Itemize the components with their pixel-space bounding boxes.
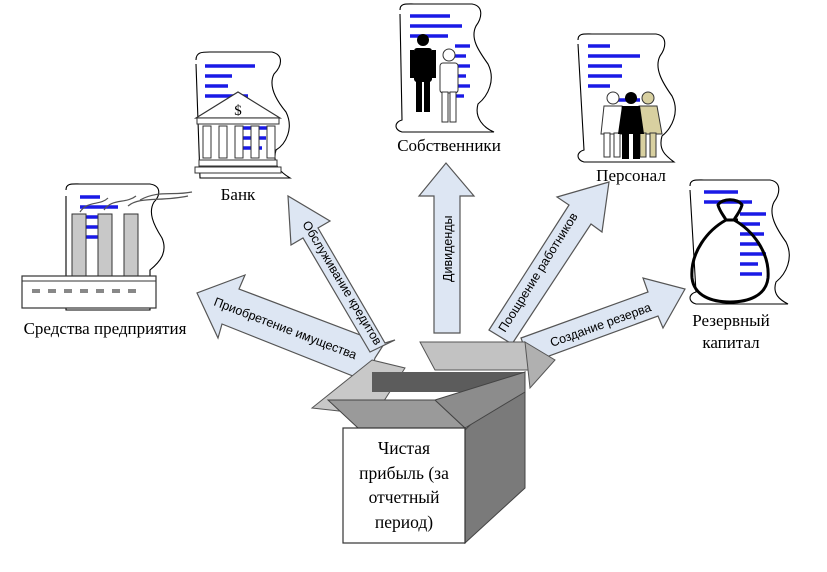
box-text-line4: период) — [375, 512, 433, 532]
bank-label: Банк — [221, 185, 256, 204]
box-text-line1: Чистая — [378, 438, 430, 458]
box-text-line3: отчетный — [369, 487, 440, 507]
recipient-reserve: Резервный капитал — [689, 179, 790, 352]
arrow-dividends: Дивиденды — [417, 162, 476, 334]
staff-label: Персонал — [596, 166, 666, 185]
reserve-label-line1: Резервный — [692, 311, 769, 330]
reserve-label-line2: капитал — [702, 333, 760, 352]
recipient-bank: $ Банк — [193, 51, 292, 204]
owners-label: Собственники — [397, 136, 501, 155]
profit-box: Чистая прибыль (за отчетный период) — [310, 341, 556, 545]
owners-icon — [410, 34, 459, 123]
box-text-line2: прибыль (за — [359, 463, 449, 483]
bank-icon: $ — [193, 91, 283, 174]
bank-dollar-symbol: $ — [234, 103, 242, 119]
reserve-scroll — [689, 179, 790, 305]
arrow-dividends-label: Дивиденды — [441, 215, 455, 282]
money-bag-icon — [690, 198, 770, 304]
recipient-enterprise: Средства предприятия — [21, 183, 193, 338]
recipient-staff: Персонал — [577, 33, 676, 185]
staff-icon — [600, 91, 663, 159]
enterprise-label: Средства предприятия — [24, 319, 187, 338]
recipient-owners: Собственники — [395, 3, 501, 155]
arrow-bonus-label: Поощрение работников — [496, 210, 581, 335]
factory-icon — [21, 191, 193, 309]
